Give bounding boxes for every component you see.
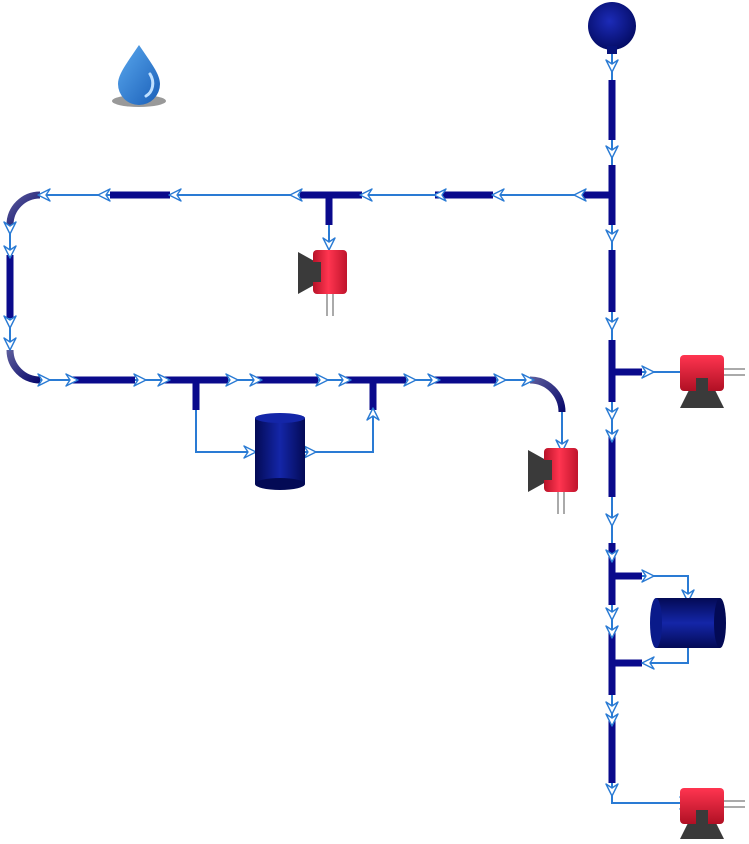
flow-arrow-icon: [605, 513, 619, 527]
flow-arrow-icon: [322, 237, 336, 251]
flow-arrow-icon: [225, 373, 239, 387]
flow-arrow-icon: [605, 145, 619, 159]
flow-arrow-icon: [605, 549, 619, 563]
flow-arrow-icon: [605, 701, 619, 715]
flow-arrow-icon: [37, 188, 51, 202]
flow-arrow-icon: [338, 373, 352, 387]
flow-arrow-icon: [491, 188, 505, 202]
flow-arrow-icon: [605, 407, 619, 421]
storage-tank-middle-icon[interactable]: [255, 413, 305, 490]
flow-arrow-icon: [37, 373, 51, 387]
flow-arrow-icon: [605, 229, 619, 243]
flow-arrow-icon: [133, 373, 147, 387]
pipe-network: [6, 80, 642, 783]
flow-arrow-icon: [65, 373, 79, 387]
flow-arrow-icon: [3, 245, 17, 259]
flow-arrow-icon: [605, 625, 619, 639]
flow-arrow-icon: [433, 188, 447, 202]
flow-arrow-icon: [605, 429, 619, 443]
reservoir-sphere-icon[interactable]: [588, 2, 636, 54]
nozzle-top-icon[interactable]: [298, 250, 347, 316]
flow-lines: [9, 52, 689, 804]
flow-arrow-icon: [3, 221, 17, 235]
flow-arrow-icon: [403, 373, 417, 387]
bend-top-left[interactable]: [6, 191, 41, 226]
flow-arrow-icon: [168, 188, 182, 202]
flow-arrow-icon: [573, 188, 587, 202]
flow-direction-arrows: [3, 59, 695, 810]
flow-arrow-icon: [3, 337, 17, 351]
flow-arrow-icon: [97, 188, 111, 202]
flow-arrow-icon: [3, 315, 17, 329]
flow-arrow-icon: [427, 373, 441, 387]
flow-arrow-icon: [605, 59, 619, 73]
flow-arrow-icon: [315, 373, 329, 387]
flow-arrow-icon: [493, 373, 507, 387]
pipe-bends: [6, 191, 566, 413]
flow-arrow-icon: [605, 317, 619, 331]
pump-1-icon[interactable]: [680, 355, 745, 408]
flow-arrow-icon: [359, 188, 373, 202]
pump-2-icon[interactable]: [680, 788, 745, 839]
flow-arrow-icon: [605, 713, 619, 727]
flow-arrow-icon: [521, 373, 535, 387]
flow-arrow-icon: [641, 365, 655, 379]
water-drop-icon: [112, 45, 166, 107]
flow-arrow-icon: [605, 783, 619, 797]
flow-arrow-icon: [243, 445, 257, 459]
bend-bottom-left[interactable]: [6, 349, 41, 384]
bend-right[interactable]: [529, 376, 566, 413]
flow-arrow-icon: [366, 407, 380, 421]
flow-arrow-icon: [641, 656, 655, 670]
flow-arrow-icon: [605, 607, 619, 621]
flow-arrow-icon: [157, 373, 171, 387]
nozzle-middle-icon[interactable]: [528, 448, 578, 514]
storage-tank-right-icon[interactable]: [650, 598, 726, 648]
flow-arrow-icon: [249, 373, 263, 387]
flow-arrow-icon: [289, 188, 303, 202]
flow-arrow-icon: [641, 569, 655, 583]
